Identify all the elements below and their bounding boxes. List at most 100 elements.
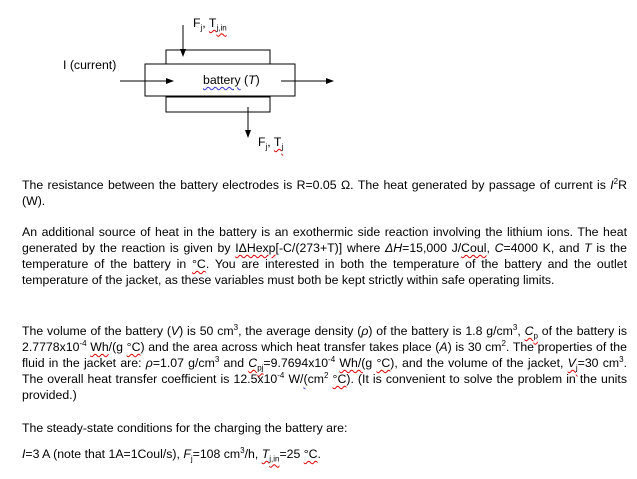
text-segment: V [567,356,576,370]
inlet-label: Fj, Tj,in [193,16,227,33]
text-segment: is the temperature of the battery in [22,241,627,271]
text-segment: j [575,363,578,373]
text-segment: ) and the area across which heat transfe… [140,340,440,354]
text-segment: and [219,356,249,370]
text-segment: R (W). [22,178,627,208]
text-segment: ). (It is convenient to solve the proble… [22,372,627,402]
text-segment: 3 [233,322,239,332]
text-segment: 3 [619,354,624,364]
text-segment: C [248,356,258,370]
jacket-bottom [165,96,271,113]
text-segment: battery [203,73,241,87]
text-segment: The steady-state conditions for the char… [22,421,348,435]
text-segment: °C [376,356,391,370]
text-segment: . The overall heat transfer coefficient … [22,356,628,386]
text-segment: F [183,447,191,461]
text-segment: cm [307,372,324,386]
text-segment: C [524,324,534,338]
text-segment: p [533,331,538,341]
text-segment: ) is 50 cm [179,324,234,338]
text-segment: ) is 30 cm [447,340,502,354]
text-segment: -C/(273+T)] where [278,241,385,255]
text-segment: ρ [361,324,369,338]
text-segment: IΔHexp[ [235,241,279,255]
paragraph-conditions: I=3 A (note that 1A=1Coul/s), Fj=108 cm3… [22,445,627,464]
text-segment: The volume of the battery ( [22,324,171,338]
text-segment: Wh [90,340,109,354]
text-segment: W/ [284,372,304,386]
text-segment: . You are interested in both the tempera… [22,257,627,287]
text-segment: °C [192,257,206,271]
text-segment: 2 [501,338,506,348]
text-segment: ( [240,73,249,87]
text-segment: of the battery is 2.7778x10 [22,324,627,354]
text-segment: F [258,135,266,149]
text-segment: =108 cm [192,447,241,461]
text-segment: pj [257,363,264,373]
text-segment: ρ [145,356,153,370]
text-segment: °C [126,340,141,354]
text-segment: -4 [79,338,87,348]
text-segment: T [584,241,592,255]
text-segment: =30 cm [577,356,620,370]
text-segment: =1.07 g/cm [152,356,215,370]
current-label: I (current) [63,58,117,72]
text-segment: 2 [613,176,619,186]
text-segment: , [202,16,209,30]
text-segment: , [517,324,525,338]
text-segment: 3 [512,322,518,332]
text-segment: -4 [277,370,285,380]
text-segment: 3 [240,445,245,455]
text-segment: Wh/( [339,356,366,370]
paragraph-steady-state: The steady-state conditions for the char… [22,420,627,436]
text-segment: ), and the volume of the jacket, [390,356,568,370]
text-segment: j [190,454,193,464]
text-segment: =9.7694x10 [263,356,329,370]
text-segment: An additional source of heat in the batt… [22,225,627,255]
battery-label: battery (T) [203,73,260,87]
text-segment: °C [303,447,318,461]
text-segment: , the average density ( [238,324,362,338]
text-segment: /(g [108,340,127,354]
text-segment: j,in [216,23,227,33]
text-segment: ΔH [385,241,403,255]
text-segment: g [365,356,377,370]
text-segment: F [193,16,201,30]
text-segment: =3 A (note that 1A=1Coul/s), [25,447,184,461]
text-segment: , [486,241,495,255]
text-segment: I [22,447,26,461]
paragraph-resistance: The resistance between the battery elect… [22,177,627,209]
text-segment: 2 [324,370,329,380]
outlet-label: Fj, Tj [258,135,284,152]
text-segment: C [494,241,504,255]
text-segment: =25 [279,447,304,461]
text-segment: . The properties of the fluid in the jac… [22,340,627,370]
paragraph-side-reaction: An additional source of heat in the batt… [22,224,627,288]
text-segment: j [200,23,203,33]
battery-jacket-diagram [120,25,334,138]
text-segment: , [267,135,274,149]
text-segment: =15,000 J/ [402,241,462,255]
text-segment: j [281,142,284,152]
text-segment: ) [255,73,260,87]
paragraph-properties: The volume of the battery (V) is 50 cm3,… [22,323,627,403]
text-segment: T [248,73,256,87]
text-segment: . [317,447,321,461]
jacket-top [165,49,271,65]
text-segment: T [273,135,282,149]
text-segment: The resistance between the battery elect… [22,178,611,192]
text-segment: Coul [461,241,487,255]
text-segment: V [170,324,180,338]
text-segment: -4 [328,354,336,364]
text-segment: j,in [269,454,280,464]
text-segment: j [265,142,268,152]
text-segment: 3 [214,354,220,364]
text-segment: /h, [244,447,262,461]
text-segment: ( [303,372,308,386]
text-segment: =4000 K, and [503,241,585,255]
text-segment: T [208,16,217,30]
text-segment: °C [332,372,347,386]
text-segment: I [610,178,614,192]
text-segment: T [261,447,270,461]
text-segment: ) of the battery is 1.8 g/cm [368,324,513,338]
